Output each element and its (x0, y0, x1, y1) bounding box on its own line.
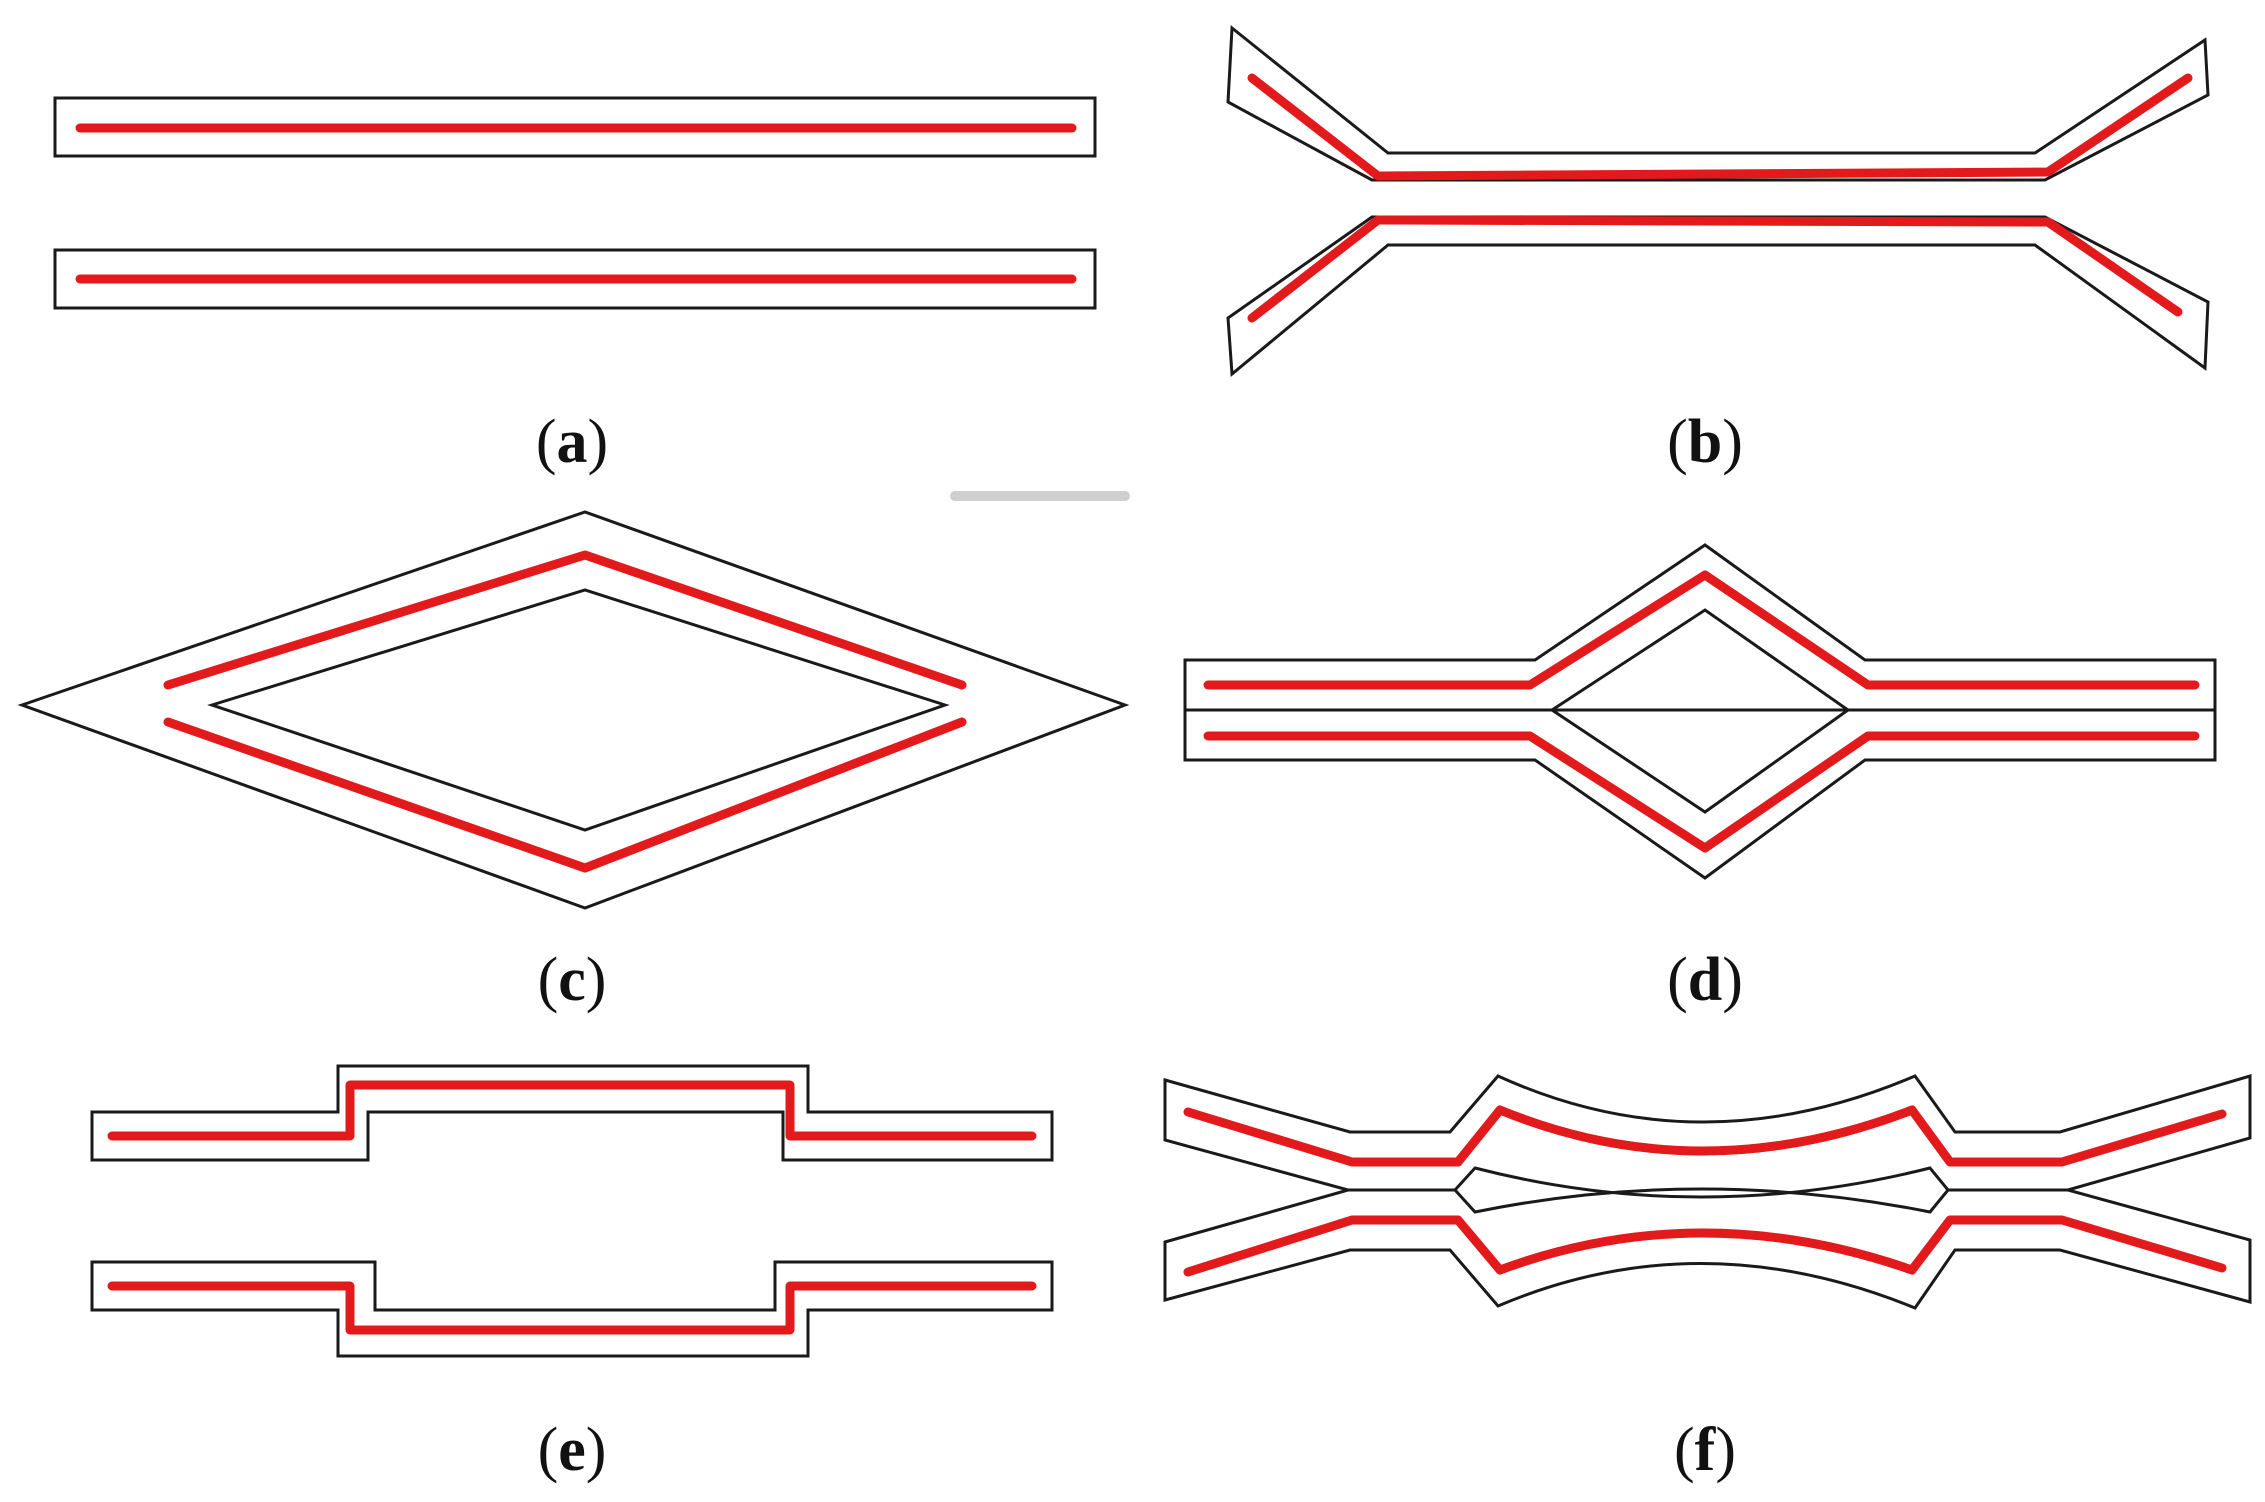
panel-e: (e) (90, 1064, 1054, 1484)
waveguide-outline-top (90, 1064, 1054, 1162)
waveguide-outline-top (53, 96, 1097, 158)
waveguide-core-top (1183, 1105, 2227, 1167)
panel-f: (f) (1163, 1073, 2252, 1484)
panel-label-f: (f) (1674, 1416, 1736, 1484)
panel-label-b: (b) (1667, 408, 1743, 476)
panel-a: (a) (53, 96, 1097, 476)
waveguide-core-lower (163, 717, 967, 873)
panel-d: (d) (1183, 543, 2217, 1014)
waveguide-outline-top (1226, 25, 2210, 182)
panel-label-a: (a) (536, 408, 608, 476)
waveguide-core-bottom (1247, 215, 2183, 323)
outer-rhombus-outline (17, 510, 1130, 910)
waveguide-core-top (1203, 570, 2200, 690)
inner-diamond-outline (1549, 608, 1851, 814)
panel-label-e: (e) (538, 1416, 607, 1484)
panel-c: (c) (17, 491, 1130, 1014)
waveguide-outline-bottom (53, 248, 1097, 310)
inner-rhombus-outline (207, 588, 950, 832)
waveguide-core-top (107, 1080, 1037, 1141)
waveguide-core-top (1247, 73, 2193, 181)
waveguide-outline-bottom (1226, 215, 2210, 378)
waveguide-outline-bottom (90, 1260, 1054, 1358)
panel-label-c: (c) (538, 946, 607, 1014)
waveguide-core-upper (163, 550, 967, 690)
waveguide-core-bottom (107, 1281, 1037, 1335)
waveguide-core-bottom (1183, 1215, 2227, 1277)
waveguide-outline-bottom (1183, 708, 2217, 880)
panel-label-d: (d) (1667, 946, 1743, 1014)
waveguide-core-bottom (1203, 731, 2200, 853)
waveguide-outline-bottom (1163, 1187, 2252, 1310)
waveguide-outline-top (1163, 1073, 2252, 1199)
panel-b: (b) (1226, 25, 2210, 476)
